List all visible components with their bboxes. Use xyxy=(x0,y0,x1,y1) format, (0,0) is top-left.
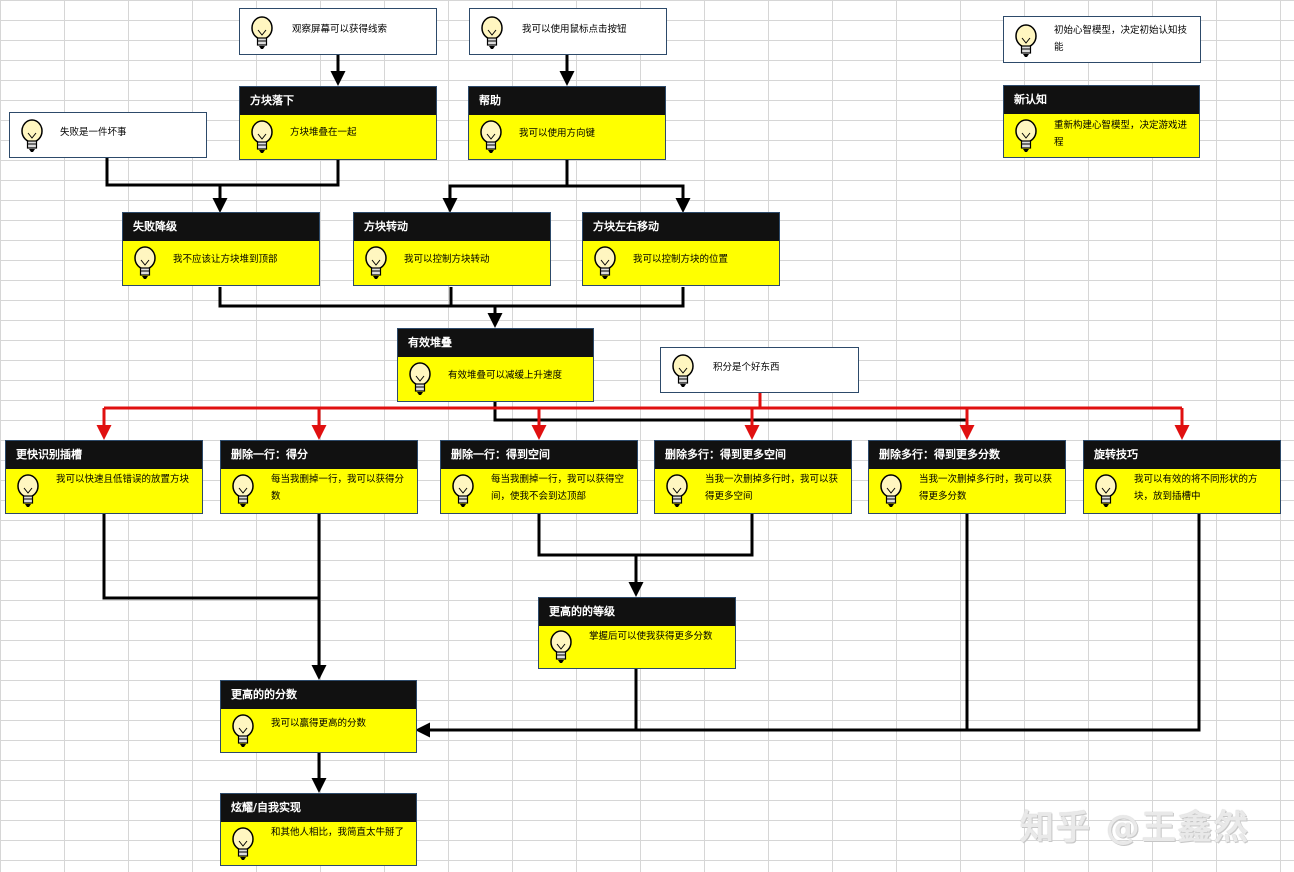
note-text: 失败是一件坏事 xyxy=(60,127,127,138)
node-title: 旋转技巧 xyxy=(1084,441,1280,469)
node-spin-trick: 旋转技巧 我可以有效的将不同形状的方块，放到插槽中 xyxy=(1083,440,1281,514)
light-bulb-icon xyxy=(481,16,503,49)
node-text: 当我一次删掉多行时，我可以获得更多空间 xyxy=(705,474,839,502)
light-bulb-icon xyxy=(672,354,694,387)
note-text: 观察屏幕可以获得线索 xyxy=(292,24,388,35)
light-bulb-icon xyxy=(594,246,616,279)
node-title: 失败降级 xyxy=(123,213,319,241)
node-clear-one-space: 删除一行：得到空间 每当我删掉一行，我可以获得空间，使我不会到达顶部 xyxy=(440,440,638,514)
node-title: 删除一行：得到空间 xyxy=(441,441,637,469)
light-bulb-icon xyxy=(21,119,43,152)
note-clue: 观察屏幕可以获得线索 xyxy=(239,8,437,55)
node-text: 每当我删掉一行，我可以获得分数 xyxy=(271,474,405,502)
light-bulb-icon xyxy=(232,714,254,747)
node-block-fall: 方块落下 方块堆叠在一起 xyxy=(239,86,437,160)
light-bulb-icon xyxy=(365,246,387,279)
node-text: 我不应该让方块堆到顶部 xyxy=(173,254,278,265)
note-mouse: 我可以使用鼠标点击按钮 xyxy=(469,8,667,55)
node-text: 当我一次删掉多行时，我可以获得更多分数 xyxy=(919,474,1053,502)
light-bulb-icon xyxy=(452,474,474,507)
note-text: 初始心智模型，决定初始认知技能 xyxy=(1054,25,1188,53)
note-fail: 失败是一件坏事 xyxy=(9,112,207,158)
light-bulb-icon xyxy=(880,474,902,507)
node-title: 删除多行：得到更多空间 xyxy=(655,441,851,469)
node-clear-multi-space: 删除多行：得到更多空间 当我一次删掉多行时，我可以获得更多空间 xyxy=(654,440,852,514)
node-title: 删除多行：得到更多分数 xyxy=(869,441,1065,469)
node-title: 方块落下 xyxy=(240,87,436,115)
node-title: 更高的的等级 xyxy=(539,598,735,626)
node-text: 每当我删掉一行，我可以获得空间，使我不会到达顶部 xyxy=(491,474,625,502)
legend-new-cognition: 新认知 重新构建心智模型，决定游戏进程 xyxy=(1003,85,1200,158)
note-text: 我可以使用鼠标点击按钮 xyxy=(522,24,627,35)
node-brag: 炫耀/自我实现 和其他人相比，我简直太牛掰了 xyxy=(220,793,417,866)
node-text: 我可以赢得更高的分数 xyxy=(271,718,367,729)
node-title: 方块左右移动 xyxy=(583,213,779,241)
node-effective-stack: 有效堆叠 有效堆叠可以减缓上升速度 xyxy=(397,328,594,402)
node-clear-one-score: 删除一行：得分 每当我删掉一行，我可以获得分数 xyxy=(220,440,418,514)
node-text: 和其他人相比，我简直太牛掰了 xyxy=(271,827,405,838)
light-bulb-icon xyxy=(1015,119,1037,152)
node-block-rotate: 方块转动 我可以控制方块转动 xyxy=(353,212,551,286)
node-title: 帮助 xyxy=(469,87,665,115)
legend-initial-model: 初始心智模型，决定初始认知技能 xyxy=(1003,16,1201,63)
light-bulb-icon xyxy=(409,362,431,395)
node-text: 重新构建心智模型，决定游戏进程 xyxy=(1054,120,1188,148)
light-bulb-icon xyxy=(1015,24,1037,57)
node-text: 我可以控制方块转动 xyxy=(404,254,490,265)
node-title: 更高的的分数 xyxy=(221,681,416,709)
node-text: 我可以快速且低错误的放置方块 xyxy=(56,474,190,485)
node-text: 掌握后可以使我获得更多分数 xyxy=(589,631,713,642)
light-bulb-icon xyxy=(251,120,273,153)
node-fail-demotion: 失败降级 我不应该让方块堆到顶部 xyxy=(122,212,320,286)
node-text: 我可以有效的将不同形状的方块，放到插槽中 xyxy=(1134,474,1258,502)
node-title: 方块转动 xyxy=(354,213,550,241)
light-bulb-icon xyxy=(666,474,688,507)
light-bulb-icon xyxy=(232,827,254,860)
node-title: 有效堆叠 xyxy=(398,329,593,357)
light-bulb-icon xyxy=(232,474,254,507)
watermark: 知乎 @王鑫然 xyxy=(1020,808,1250,848)
node-block-move: 方块左右移动 我可以控制方块的位置 xyxy=(582,212,780,286)
node-help: 帮助 我可以使用方向键 xyxy=(468,86,666,160)
light-bulb-icon xyxy=(1095,474,1117,507)
light-bulb-icon xyxy=(17,474,39,507)
node-text: 我可以使用方向键 xyxy=(519,128,596,139)
node-fast-slot: 更快识别插槽 我可以快速且低错误的放置方块 xyxy=(5,440,203,514)
node-text: 我可以控制方块的位置 xyxy=(633,254,729,265)
node-text: 方块堆叠在一起 xyxy=(290,127,357,138)
node-clear-multi-score: 删除多行：得到更多分数 当我一次删掉多行时，我可以获得更多分数 xyxy=(868,440,1066,514)
light-bulb-icon xyxy=(550,630,572,663)
node-title: 更快识别插槽 xyxy=(6,441,202,469)
light-bulb-icon xyxy=(134,246,156,279)
node-higher-score: 更高的的分数 我可以赢得更高的分数 xyxy=(220,680,417,753)
node-title: 删除一行：得分 xyxy=(221,441,417,469)
node-text: 有效堆叠可以减缓上升速度 xyxy=(448,370,563,381)
note-text: 积分是个好东西 xyxy=(713,362,780,373)
note-score: 积分是个好东西 xyxy=(660,347,859,393)
node-title: 新认知 xyxy=(1004,86,1199,114)
light-bulb-icon xyxy=(480,120,502,153)
node-title: 炫耀/自我实现 xyxy=(221,794,416,822)
node-higher-level: 更高的的等级 掌握后可以使我获得更多分数 xyxy=(538,597,736,669)
light-bulb-icon xyxy=(251,16,273,49)
